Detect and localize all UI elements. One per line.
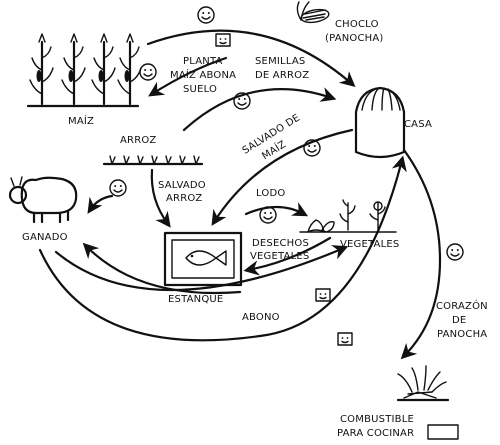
corn-cob-icon xyxy=(296,1,330,24)
money-icon xyxy=(427,424,459,440)
label-ganado: GANADO xyxy=(22,232,68,243)
smiley-face-icon xyxy=(446,243,464,261)
smiley-face-icon xyxy=(139,63,157,81)
label-casa: CASA xyxy=(404,119,432,130)
label-lodo: LODO xyxy=(256,188,285,199)
label-semillas-1: SEMILLAS xyxy=(255,56,305,67)
label-estanque: ESTANQUE xyxy=(168,294,223,305)
label-planta-1: PLANTA xyxy=(183,56,223,67)
label-choclo-1: CHOCLO xyxy=(335,19,379,30)
label-vegetales: VEGETALES xyxy=(340,239,399,250)
label-salvado-arroz-2: ARROZ xyxy=(166,193,202,204)
rice-field-icon xyxy=(102,155,204,166)
label-corazon-2: DE xyxy=(452,315,466,326)
corn-field-icon xyxy=(26,32,143,108)
pond-icon xyxy=(163,231,243,287)
smiley-face-icon xyxy=(197,6,215,24)
vegetable-garden-icon xyxy=(299,199,397,233)
smiley-face-icon xyxy=(109,179,127,197)
fish-icon xyxy=(185,250,227,266)
label-combustible-1: COMBUSTIBLE xyxy=(340,414,414,425)
label-planta-3: SUELO xyxy=(183,84,217,95)
hut-icon xyxy=(354,86,406,159)
label-abono: ABONO xyxy=(242,312,280,323)
money-icon xyxy=(315,288,331,302)
label-maiz: MAÍZ xyxy=(68,114,94,127)
money-icon xyxy=(337,332,353,346)
pig-icon xyxy=(8,176,78,224)
label-choclo-2: (PANOCHA) xyxy=(325,33,384,44)
label-planta-2: MAÍZ ABONA xyxy=(170,68,236,81)
label-desechos-2: VEGETALES xyxy=(250,251,309,262)
label-corazon-3: PANOCHA xyxy=(437,329,487,340)
label-combustible-2: PARA COCINAR xyxy=(337,428,414,439)
label-salvado-arroz-1: SALVADO xyxy=(158,180,206,191)
flow-arrows xyxy=(38,29,442,360)
label-corazon-1: CORAZÓN xyxy=(436,299,488,312)
money-icon xyxy=(215,33,231,47)
label-arroz: ARROZ xyxy=(120,135,156,146)
fire-icon xyxy=(396,365,450,402)
label-desechos-1: DESECHOS xyxy=(252,238,309,249)
label-semillas-2: DE ARROZ xyxy=(255,70,309,81)
